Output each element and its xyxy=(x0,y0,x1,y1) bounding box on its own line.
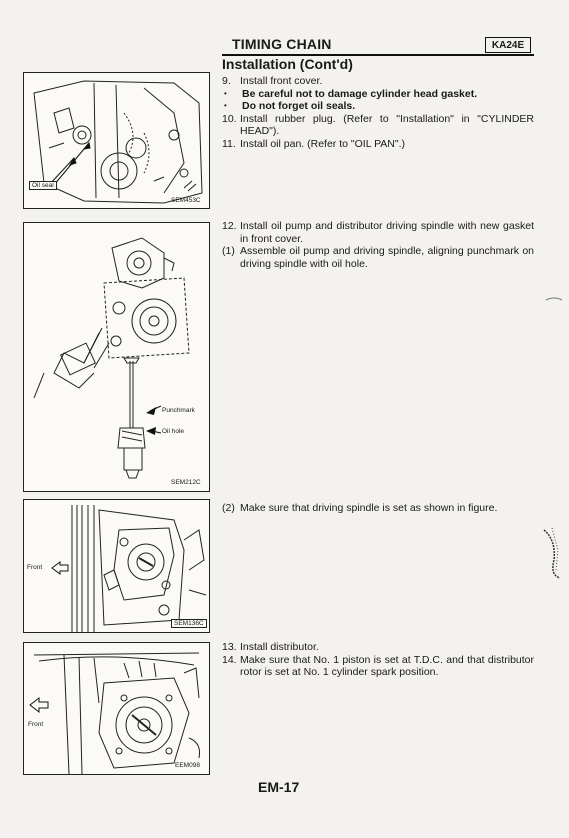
model-code-badge: KA24E xyxy=(485,37,531,53)
figure-code: EEM098 xyxy=(175,762,200,769)
steps-group-spindle-check: (2) Make sure that driving spindle is se… xyxy=(222,502,534,515)
step-text: Install distributor. xyxy=(240,641,319,653)
header-rule xyxy=(222,54,534,56)
step-number: 10. xyxy=(222,112,237,125)
step-number: 9. xyxy=(222,75,231,87)
figure-code: SEM212C xyxy=(171,479,201,486)
caution-oil-seals: • Do not forget oil seals. xyxy=(222,100,534,113)
bullet-marker: • xyxy=(224,88,227,98)
substep-2: (2) Make sure that driving spindle is se… xyxy=(222,502,534,515)
oil-pump-spindle-illustration xyxy=(33,237,190,479)
label-oil-seal: Oil seal xyxy=(29,181,57,190)
caution-gasket: • Be careful not to damage cylinder head… xyxy=(222,88,534,101)
step-number: (2) xyxy=(222,502,235,514)
figure-code: SEM136C xyxy=(171,619,207,628)
step-number: 11. xyxy=(222,137,236,150)
step-10: 10. Install rubber plug. (Refer to "Inst… xyxy=(222,113,534,138)
label-oil-hole: Oil hole xyxy=(162,428,185,435)
steps-group-oil-pump: 12. Install oil pump and distributor dri… xyxy=(222,220,534,270)
figure-oil-pump-spindle: Punchmark Oil hole SEM212C xyxy=(23,222,210,492)
front-cover-illustration xyxy=(33,80,203,204)
step-number: (1) xyxy=(222,245,235,257)
page-number: EM-17 xyxy=(258,779,300,795)
step-9: 9. Install front cover. xyxy=(222,75,534,88)
steps-group-front-cover: 9. Install front cover. • Be careful not… xyxy=(222,75,534,150)
figure-spindle-position: Front SEM136C xyxy=(23,499,210,633)
step-12: 12. Install oil pump and distributor dri… xyxy=(222,220,534,245)
step-14: 14. Make sure that No. 1 piston is set a… xyxy=(222,654,534,679)
figure-code: SEM453C xyxy=(171,197,201,204)
step-text: Be careful not to damage cylinder head g… xyxy=(242,87,478,100)
step-11: 11. Install oil pan. (Refer to "OIL PAN"… xyxy=(222,138,534,151)
step-text: Install front cover. xyxy=(240,75,323,87)
steps-group-distributor: 13. Install distributor. 14. Make sure t… xyxy=(222,641,534,679)
step-number: 13. xyxy=(222,641,237,653)
step-13: 13. Install distributor. xyxy=(222,641,534,654)
label-punchmark: Punchmark xyxy=(162,407,195,414)
substep-1: (1) Assemble oil pump and driving spindl… xyxy=(222,245,534,270)
step-text: Do not forget oil seals. xyxy=(242,100,356,112)
page-header-title: TIMING CHAIN xyxy=(232,36,332,52)
label-front: Front xyxy=(27,564,43,571)
scan-artifact xyxy=(543,527,561,579)
figure-front-cover-oil-seal: Oil seal SEM453C xyxy=(23,72,210,209)
scan-artifact xyxy=(545,297,563,301)
step-text: Make sure that No. 1 piston is set at T.… xyxy=(240,653,534,679)
step-number: 12. xyxy=(222,220,237,232)
step-number: 14. xyxy=(222,653,237,666)
figure-distributor: Front EEM098 xyxy=(23,642,210,775)
step-text: Install oil pan. (Refer to "OIL PAN".) xyxy=(240,137,406,150)
step-text: Install oil pump and distributor driving… xyxy=(240,220,534,245)
section-title: Installation (Cont'd) xyxy=(222,56,353,72)
distributor-illustration xyxy=(29,652,200,774)
step-text: Assemble oil pump and driving spindle, a… xyxy=(240,245,534,270)
label-front: Front xyxy=(28,721,44,728)
step-text: Make sure that driving spindle is set as… xyxy=(240,502,498,514)
step-text: Install rubber plug. (Refer to "Installa… xyxy=(240,112,534,138)
bullet-marker: • xyxy=(224,101,227,110)
spindle-position-illustration xyxy=(51,505,207,632)
